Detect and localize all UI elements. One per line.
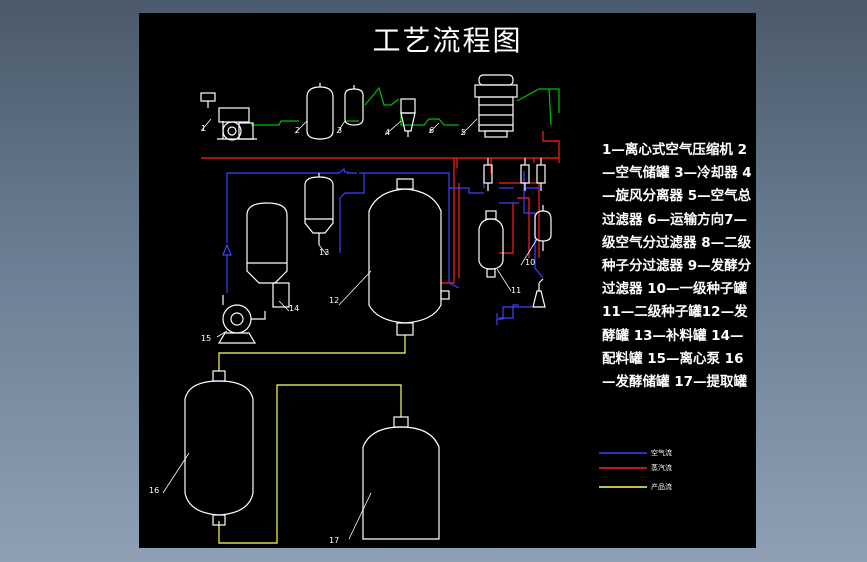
label-3: 3: [337, 126, 342, 135]
label-2: 2: [295, 126, 300, 135]
air-distribution-line: [226, 167, 544, 319]
secondary-seed-tank: [478, 210, 504, 278]
label-10: 10: [525, 258, 535, 267]
product-line: [218, 335, 406, 544]
extraction-tank: [362, 416, 440, 540]
equipment-number-labels: [162, 118, 538, 540]
inoculation-funnel: [532, 278, 546, 308]
steam-flow-legend-label: 蒸汽流: [651, 463, 672, 472]
cooler: [344, 85, 364, 126]
label-6: 6: [429, 126, 434, 135]
label-12: 12: [329, 296, 339, 305]
label-11: 11: [511, 286, 521, 295]
flow-legend: 空气流 蒸汽流 产品流: [599, 448, 672, 491]
label-1: 1: [201, 124, 206, 133]
batching-tank: [246, 202, 290, 308]
blue-flow-arrow: [222, 243, 232, 293]
drawing-canvas: 工艺流程图: [139, 13, 756, 548]
label-17: 17: [329, 536, 339, 545]
equipment-legend: 1—离心式空气压缩机 2—空气储罐 3—冷却器 4—旋风分离器 5—空气总过滤器…: [602, 142, 752, 391]
diagram-title: 工艺流程图: [372, 24, 523, 57]
branch-air-filters: [483, 158, 546, 191]
label-14: 14: [289, 304, 299, 313]
steam-line: [201, 131, 560, 284]
air-receiver-tank: [306, 83, 334, 140]
label-13: 13: [319, 248, 329, 257]
fermentation-storage-tank: [184, 370, 254, 526]
process-flow-diagram: 空气流 蒸汽流 产品流 1 2 3 4: [149, 74, 672, 545]
equipment-labels: 1 2 3 4 6 5 14 15 13 12 10 11 16 17: [149, 124, 535, 545]
air-supply-line: [251, 86, 560, 126]
label-4: 4: [385, 128, 390, 137]
label-15: 15: [201, 334, 211, 343]
cyclone-separator: [400, 98, 416, 137]
air-flow-legend-label: 空气流: [651, 448, 672, 457]
fermentation-tank: [368, 178, 450, 336]
product-flow-legend-label: 产品流: [651, 482, 672, 491]
primary-seed-tank: [534, 205, 552, 251]
main-air-filter: [474, 74, 518, 138]
outlet-pipe: [496, 306, 533, 325]
air-compressor: [200, 92, 257, 141]
label-16: 16: [149, 486, 159, 495]
centrifugal-pump: [217, 295, 266, 344]
label-5: 5: [461, 128, 466, 137]
feeding-tank: [304, 173, 334, 245]
